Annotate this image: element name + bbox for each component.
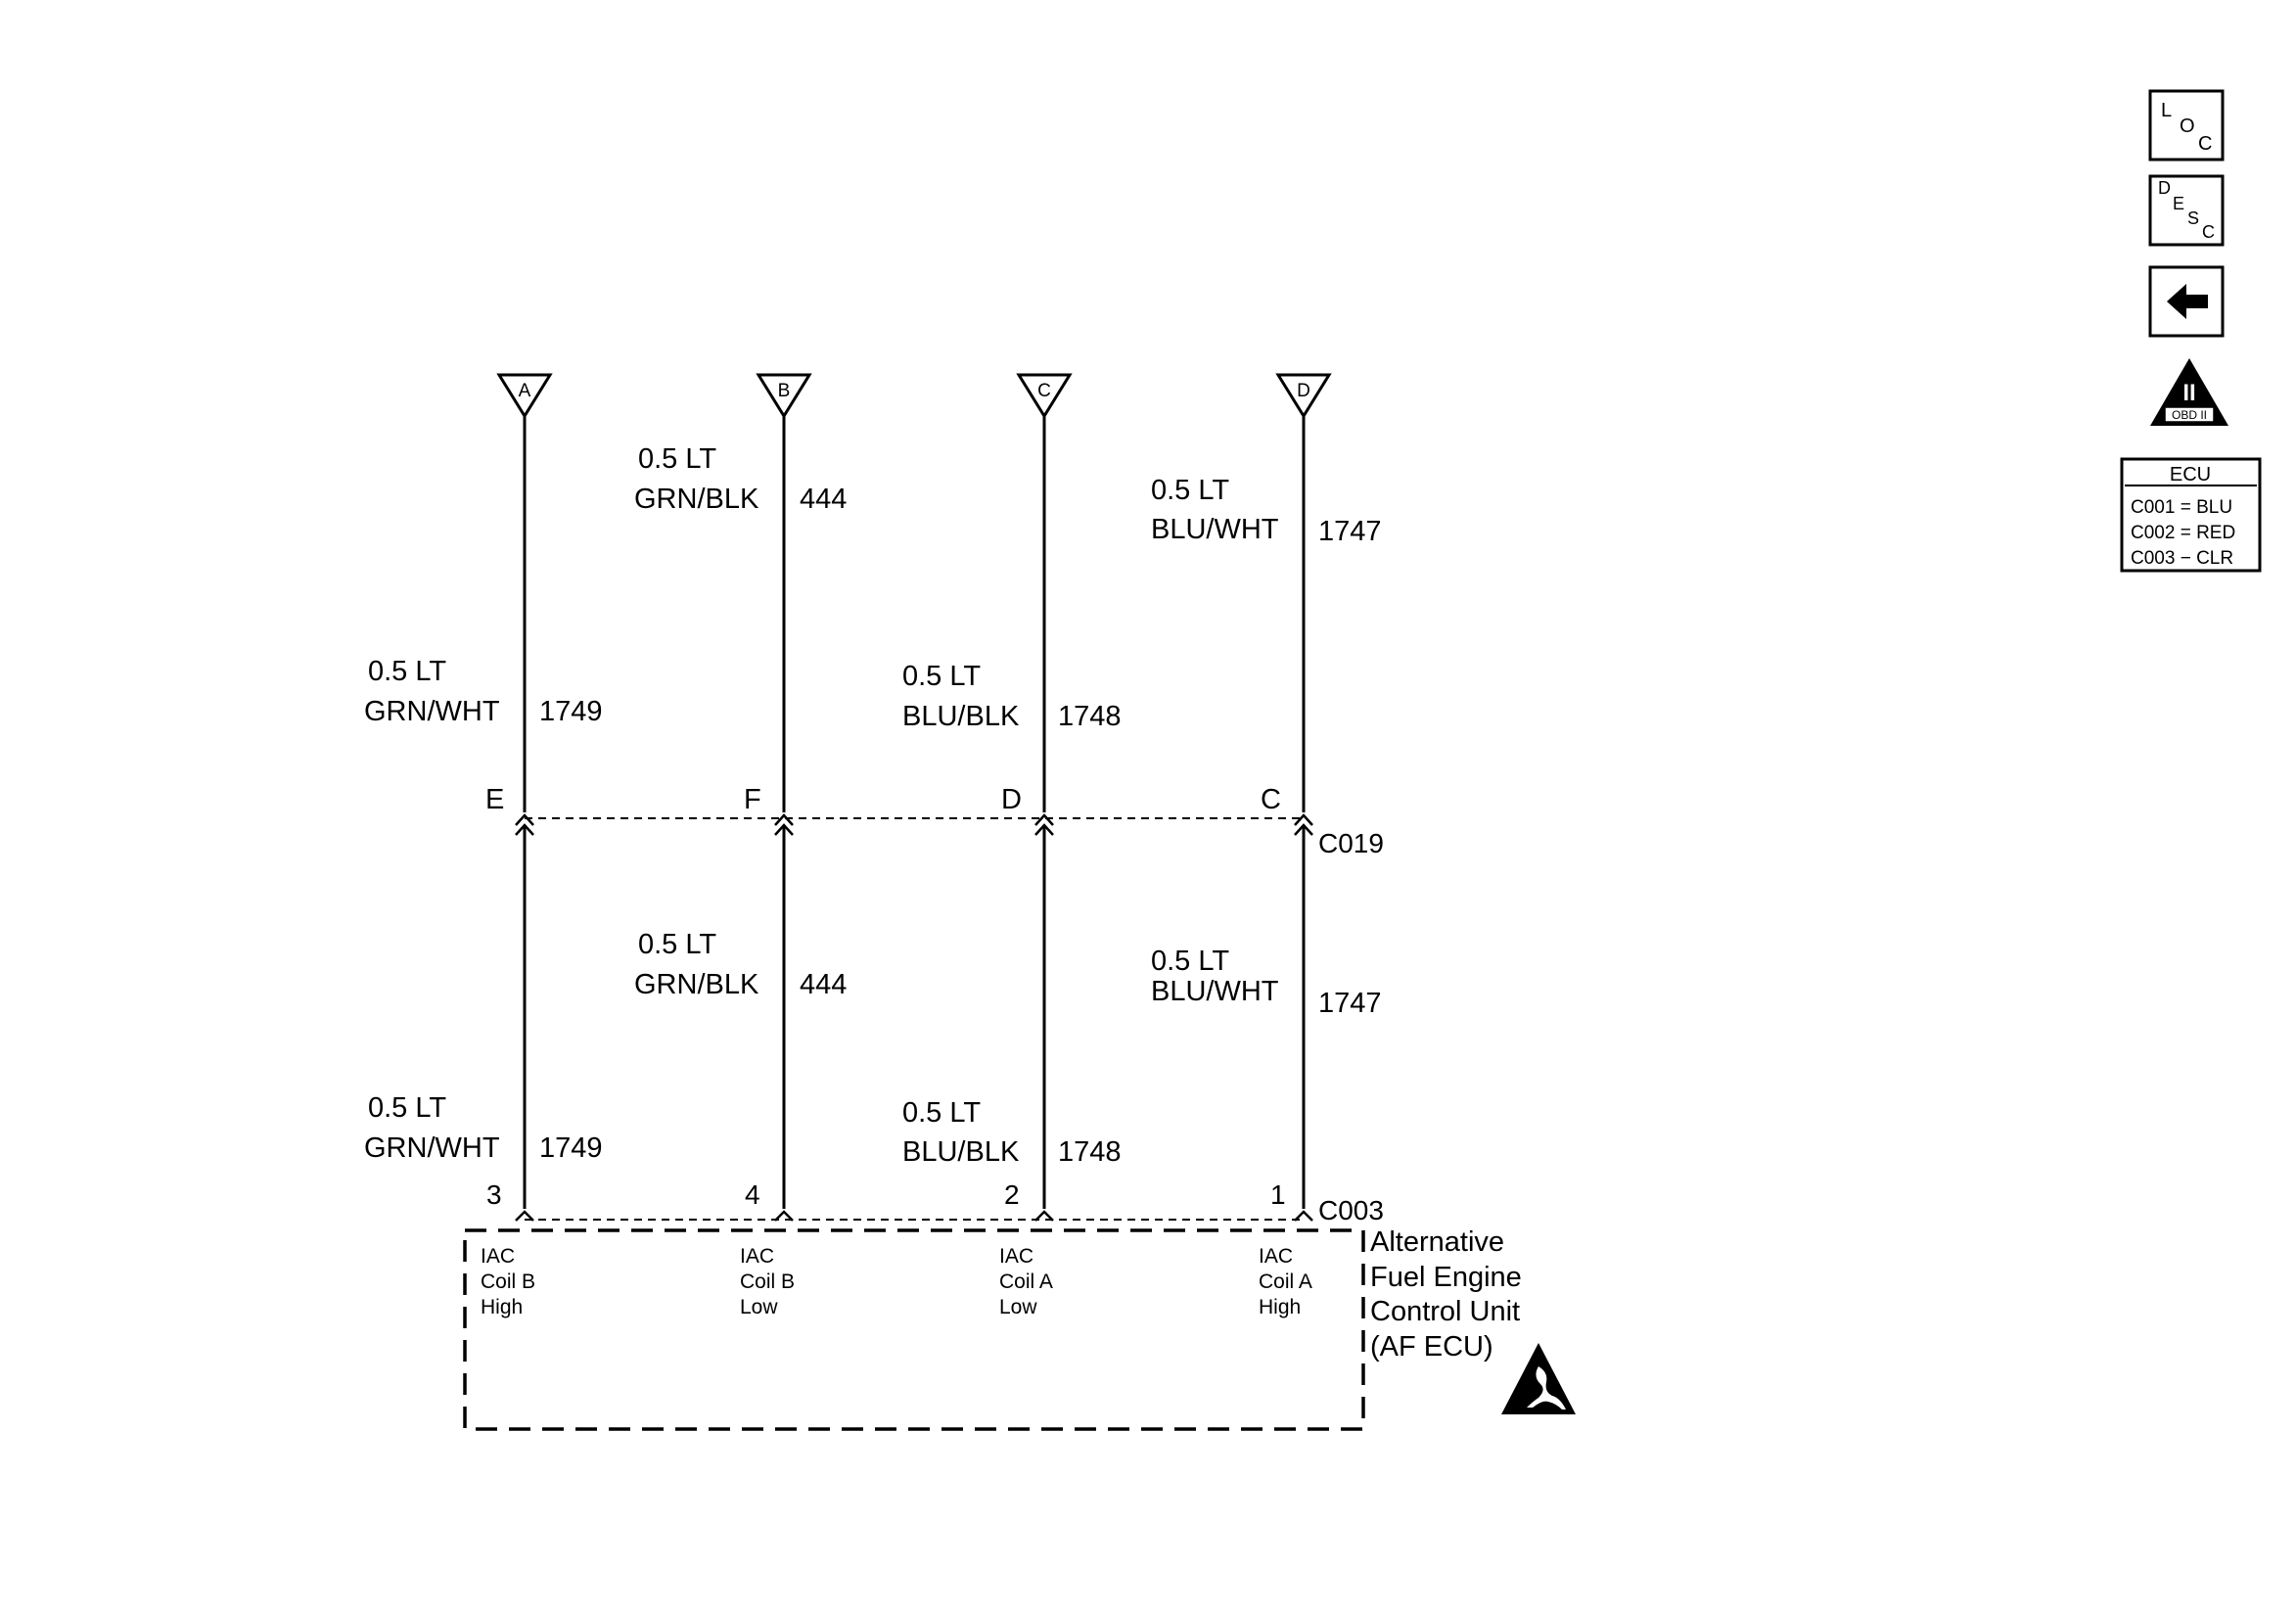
svg-text:1748: 1748 [1058, 1136, 1122, 1168]
svg-text:High: High [481, 1296, 523, 1318]
svg-text:0.5 LT: 0.5 LT [368, 656, 446, 687]
svg-text:GRN/WHT: GRN/WHT [364, 696, 500, 727]
esd-sensitive-icon [1501, 1343, 1576, 1414]
svg-text:IAC: IAC [1259, 1245, 1293, 1268]
svg-text:Coil A: Coil A [1259, 1270, 1312, 1293]
svg-text:ECU: ECU [2170, 464, 2211, 485]
c019-pin-labels: E F D C [485, 784, 1281, 815]
back-button[interactable] [2148, 265, 2225, 338]
svg-text:F: F [744, 784, 761, 815]
svg-text:D: D [1001, 784, 1022, 815]
svg-text:1749: 1749 [539, 1132, 603, 1164]
svg-text:C: C [1261, 784, 1281, 815]
wire-label-1748-lower: 0.5 LT BLU/BLK 1748 [902, 1097, 1122, 1168]
svg-text:Control Unit: Control Unit [1370, 1296, 1520, 1327]
wire-label-1747-upper: 0.5 LT BLU/WHT 1747 [1151, 475, 1382, 547]
svg-text:444: 444 [800, 484, 847, 515]
svg-text:Coil A: Coil A [999, 1270, 1053, 1293]
svg-text:O: O [2180, 116, 2195, 137]
connector-flag-b[interactable]: B [756, 373, 812, 419]
svg-text:1747: 1747 [1318, 516, 1382, 547]
loc-button[interactable]: L O C [2148, 89, 2225, 162]
svg-text:IAC: IAC [999, 1245, 1033, 1268]
svg-text:GRN/BLK: GRN/BLK [634, 484, 759, 515]
svg-text:C001 = BLU: C001 = BLU [2131, 497, 2232, 518]
svg-text:D: D [2158, 178, 2171, 198]
svg-text:(AF ECU): (AF ECU) [1370, 1331, 1493, 1363]
svg-text:Coil B: Coil B [481, 1270, 535, 1293]
wire-label-1749-upper: 0.5 LT GRN/WHT 1749 [364, 656, 603, 727]
svg-text:C: C [2202, 222, 2215, 242]
svg-text:BLU/WHT: BLU/WHT [1151, 514, 1279, 545]
svg-text:1747: 1747 [1318, 988, 1382, 1019]
ecu-pin-iac-coil-a-low: IAC Coil A Low [999, 1245, 1053, 1318]
left-arrow-icon [2167, 284, 2208, 319]
af-ecu-component-box[interactable] [463, 1228, 1365, 1431]
c019-male-terminals [515, 823, 1313, 836]
connector-c019-label: C019 [1318, 828, 1384, 858]
svg-text:OBD II: OBD II [2172, 408, 2207, 422]
svg-text:0.5 LT: 0.5 LT [902, 1097, 981, 1129]
svg-text:0.5 LT: 0.5 LT [1151, 946, 1229, 977]
svg-text:0.5 LT: 0.5 LT [368, 1092, 446, 1124]
svg-text:GRN/BLK: GRN/BLK [634, 969, 759, 1000]
svg-text:3: 3 [486, 1179, 502, 1210]
svg-text:L: L [2161, 100, 2172, 121]
ecu-connector-legend: ECU C001 = BLU C002 = RED C003 − CLR [2120, 457, 2262, 573]
svg-text:C: C [2198, 133, 2212, 155]
wire-label-444-lower: 0.5 LT GRN/BLK 444 [634, 929, 847, 1000]
wire-label-1747-lower: 0.5 LT BLU/WHT 1747 [1151, 946, 1382, 1019]
svg-text:1: 1 [1270, 1179, 1286, 1210]
wire-label-444-upper: 0.5 LT GRN/BLK 444 [634, 443, 847, 515]
svg-text:C002 = RED: C002 = RED [2131, 523, 2235, 543]
svg-text:1749: 1749 [539, 696, 603, 727]
svg-text:444: 444 [800, 969, 847, 1000]
svg-text:0.5 LT: 0.5 LT [638, 929, 716, 960]
c003-terminals [515, 1210, 1313, 1222]
desc-button[interactable]: D E S C [2148, 174, 2225, 247]
svg-text:2: 2 [1004, 1179, 1020, 1210]
connector-flag-a[interactable]: A [496, 373, 553, 419]
svg-text:BLU/BLK: BLU/BLK [902, 701, 1020, 732]
svg-text:E: E [2173, 194, 2184, 213]
svg-text:II: II [2182, 380, 2195, 406]
svg-text:D: D [1297, 381, 1310, 401]
svg-text:1748: 1748 [1058, 701, 1122, 732]
wire-label-1749-lower: 0.5 LT GRN/WHT 1749 [364, 1092, 603, 1164]
svg-text:IAC: IAC [740, 1245, 774, 1268]
svg-text:Low: Low [740, 1296, 778, 1318]
svg-text:IAC: IAC [481, 1245, 515, 1268]
svg-text:C003 − CLR: C003 − CLR [2131, 548, 2233, 569]
svg-text:0.5 LT: 0.5 LT [1151, 475, 1229, 506]
connector-flag-c[interactable]: C [1016, 373, 1073, 419]
c003-pin-labels: 3 4 2 1 [486, 1179, 1286, 1210]
svg-text:Low: Low [999, 1296, 1037, 1318]
svg-text:0.5 LT: 0.5 LT [902, 661, 981, 692]
svg-text:BLU/WHT: BLU/WHT [1151, 976, 1279, 1007]
connector-flag-d[interactable]: D [1275, 373, 1332, 419]
c019-terminals [515, 813, 1313, 826]
svg-text:BLU/BLK: BLU/BLK [902, 1136, 1020, 1168]
svg-text:Alternative: Alternative [1370, 1226, 1504, 1258]
svg-text:Coil B: Coil B [740, 1270, 795, 1293]
svg-text:Fuel Engine: Fuel Engine [1370, 1262, 1522, 1293]
svg-text:4: 4 [745, 1179, 760, 1210]
connector-c003-label: C003 [1318, 1195, 1384, 1225]
svg-text:High: High [1259, 1296, 1301, 1318]
svg-text:B: B [778, 381, 791, 401]
ecu-pin-iac-coil-a-high: IAC Coil A High [1259, 1245, 1312, 1318]
obd-ii-icon: II OBD II [2150, 358, 2228, 426]
wire-label-1748-upper: 0.5 LT BLU/BLK 1748 [902, 661, 1122, 732]
svg-text:S: S [2187, 208, 2199, 228]
obd-ii-button[interactable]: II OBD II [2150, 358, 2228, 426]
ecu-pin-iac-coil-b-high: IAC Coil B High [481, 1245, 535, 1318]
ecu-pin-iac-coil-b-low: IAC Coil B Low [740, 1245, 795, 1318]
svg-text:GRN/WHT: GRN/WHT [364, 1132, 500, 1164]
svg-text:C: C [1037, 381, 1051, 401]
svg-text:0.5 LT: 0.5 LT [638, 443, 716, 475]
svg-text:A: A [519, 381, 531, 401]
svg-text:E: E [485, 784, 504, 815]
component-name-af-ecu: Alternative Fuel Engine Control Unit (AF… [1370, 1226, 1522, 1363]
